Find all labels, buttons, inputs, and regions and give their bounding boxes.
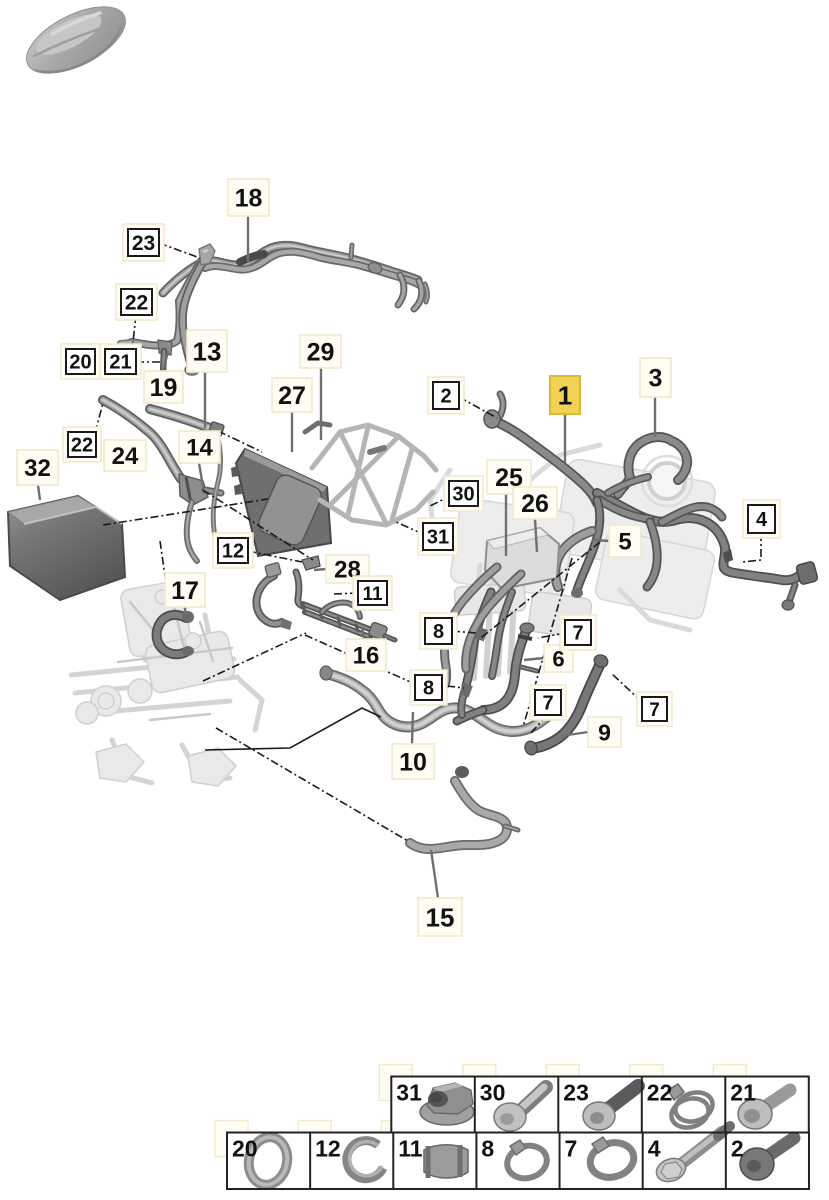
- svg-text:4: 4: [756, 509, 768, 531]
- svg-text:6: 6: [552, 646, 564, 671]
- svg-text:20: 20: [232, 1136, 258, 1162]
- svg-text:21: 21: [109, 352, 131, 374]
- svg-text:16: 16: [353, 643, 380, 670]
- svg-text:5: 5: [618, 529, 631, 556]
- svg-text:8: 8: [423, 678, 434, 700]
- svg-text:19: 19: [150, 374, 178, 402]
- svg-text:9: 9: [598, 719, 611, 745]
- svg-text:31: 31: [427, 527, 449, 549]
- svg-text:17: 17: [171, 577, 199, 605]
- svg-text:13: 13: [193, 336, 222, 366]
- svg-text:21: 21: [730, 1080, 756, 1106]
- svg-text:2: 2: [731, 1136, 744, 1162]
- svg-text:2: 2: [440, 386, 451, 408]
- svg-text:7: 7: [565, 1136, 578, 1162]
- svg-text:20: 20: [69, 352, 91, 374]
- svg-text:4: 4: [648, 1136, 661, 1162]
- svg-text:22: 22: [71, 435, 93, 457]
- svg-text:12: 12: [222, 541, 244, 563]
- svg-text:26: 26: [521, 490, 549, 518]
- svg-text:14: 14: [186, 435, 213, 462]
- svg-text:32: 32: [24, 455, 51, 482]
- svg-text:29: 29: [307, 339, 335, 367]
- svg-text:30: 30: [452, 484, 474, 506]
- svg-text:1: 1: [558, 380, 572, 410]
- svg-text:18: 18: [235, 185, 263, 213]
- svg-text:31: 31: [396, 1080, 422, 1106]
- svg-text:22: 22: [647, 1080, 673, 1106]
- svg-text:22: 22: [125, 292, 148, 315]
- svg-text:27: 27: [278, 382, 306, 410]
- svg-text:30: 30: [480, 1080, 506, 1106]
- svg-text:11: 11: [362, 584, 383, 605]
- svg-text:12: 12: [315, 1136, 341, 1162]
- svg-text:24: 24: [112, 443, 139, 470]
- svg-text:7: 7: [542, 693, 553, 715]
- svg-text:8: 8: [433, 621, 444, 643]
- svg-text:11: 11: [398, 1136, 423, 1162]
- svg-text:10: 10: [399, 749, 427, 777]
- svg-text:23: 23: [563, 1080, 589, 1106]
- svg-text:7: 7: [649, 700, 660, 721]
- svg-text:8: 8: [481, 1136, 494, 1162]
- svg-text:15: 15: [426, 902, 455, 932]
- svg-text:23: 23: [132, 232, 155, 255]
- svg-text:3: 3: [649, 365, 663, 393]
- svg-text:7: 7: [572, 623, 583, 645]
